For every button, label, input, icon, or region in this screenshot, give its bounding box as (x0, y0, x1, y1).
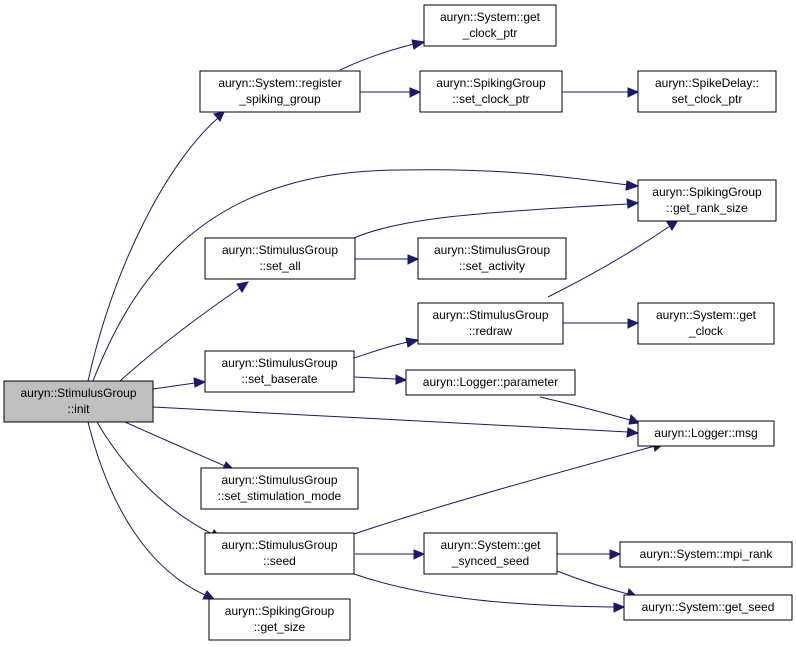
edge-setall-getranksize (353, 198, 640, 239)
edge-seed-msg (353, 441, 666, 535)
edge-redraw-getranksize (547, 219, 679, 298)
svg-text:auryn::StimulusGroup: auryn::StimulusGroup (222, 243, 338, 257)
svg-text:::init: ::init (67, 402, 90, 416)
edge-seed-syncedseed (355, 549, 426, 560)
node-stimulusgroup-seed[interactable]: auryn::StimulusGroup ::seed (204, 532, 355, 575)
svg-text:::set_baserate: ::set_baserate (241, 372, 317, 386)
edge-syncedseed-mpirank (557, 549, 622, 560)
svg-text:auryn::SpikingGroup: auryn::SpikingGroup (652, 185, 762, 199)
svg-text:auryn::SpikeDelay::: auryn::SpikeDelay:: (655, 76, 759, 90)
svg-text:auryn::StimulusGroup: auryn::StimulusGroup (20, 386, 136, 400)
node-system-get-clock-ptr[interactable]: auryn::System::get _clock_ptr (423, 4, 557, 47)
svg-text:auryn::System::register: auryn::System::register (218, 76, 341, 90)
svg-text:auryn::SpikingGroup: auryn::SpikingGroup (436, 76, 546, 90)
edge-seed-getseed (353, 573, 626, 613)
svg-text:auryn::StimulusGroup: auryn::StimulusGroup (432, 308, 548, 322)
node-system-get-clock[interactable]: auryn::System::get _clock (637, 302, 775, 345)
node-spikedelay-set-clock-ptr[interactable]: auryn::SpikeDelay:: set_clock_ptr (637, 70, 777, 113)
svg-text:auryn::System::get: auryn::System::get (440, 10, 541, 24)
edge-init-register (87, 111, 225, 382)
node-logger-parameter[interactable]: auryn::Logger::parameter (405, 369, 576, 396)
node-system-mpi-rank[interactable]: auryn::System::mpi_rank (619, 541, 793, 568)
node-logger-msg[interactable]: auryn::Logger::msg (637, 420, 775, 447)
svg-text:auryn::Logger::msg: auryn::Logger::msg (654, 426, 757, 440)
edge-setall-setactivity (355, 254, 420, 265)
svg-text:auryn::StimulusGroup: auryn::StimulusGroup (221, 538, 337, 552)
edge-init-msg (152, 406, 640, 438)
svg-text:::set_activity: ::set_activity (459, 259, 525, 273)
svg-text:_clock_ptr: _clock_ptr (462, 26, 518, 40)
edge-init-setall (119, 281, 249, 382)
edge-init-setbaserate (152, 377, 207, 390)
edge-register-sgsetclock (360, 87, 422, 98)
node-stimulusgroup-redraw[interactable]: auryn::StimulusGroup ::redraw (417, 302, 564, 345)
node-stimulusgroup-set-baserate[interactable]: auryn::StimulusGroup ::set_baserate (204, 350, 355, 393)
svg-text:_synced_seed: _synced_seed (451, 554, 529, 568)
svg-text:::seed: ::seed (263, 554, 296, 568)
svg-text:::get_size: ::get_size (254, 620, 306, 634)
edge-init-getsize (87, 421, 216, 600)
node-stimulusgroup-set-activity[interactable]: auryn::StimulusGroup ::set_activity (417, 237, 567, 280)
svg-text:_spiking_group: _spiking_group (238, 92, 321, 106)
svg-text:auryn::StimulusGroup: auryn::StimulusGroup (221, 473, 337, 487)
edge-parameter-msg (539, 396, 641, 425)
svg-text:auryn::System::get_seed: auryn::System::get_seed (642, 600, 775, 614)
svg-text:set_clock_ptr: set_clock_ptr (672, 92, 743, 106)
edge-setbaserate-parameter (353, 374, 408, 385)
svg-text:auryn::Logger::parameter: auryn::Logger::parameter (423, 375, 558, 389)
svg-text:auryn::SpikingGroup: auryn::SpikingGroup (225, 604, 335, 618)
svg-text:auryn::System::mpi_rank: auryn::System::mpi_rank (640, 547, 774, 561)
svg-text:::redraw: ::redraw (469, 324, 513, 338)
svg-text:auryn::StimulusGroup: auryn::StimulusGroup (434, 243, 550, 257)
svg-text:::set_stimulation_mode: ::set_stimulation_mode (218, 489, 342, 503)
edge-syncedseed-getseed (556, 570, 639, 599)
node-system-get-synced-seed[interactable]: auryn::System::get _synced_seed (423, 532, 558, 575)
svg-text:::set_all: ::set_all (259, 259, 300, 273)
svg-text:::get_rank_size: ::get_rank_size (666, 201, 748, 215)
svg-text:_clock: _clock (688, 324, 724, 338)
svg-text:auryn::System::get: auryn::System::get (656, 308, 757, 322)
node-spikinggroup-get-rank-size[interactable]: auryn::SpikingGroup ::get_rank_size (637, 179, 777, 222)
node-stimulusgroup-init[interactable]: auryn::StimulusGroup ::init (3, 380, 154, 423)
edge-init-setstimmode (124, 421, 236, 472)
node-spikinggroup-get-size[interactable]: auryn::SpikingGroup ::get_size (208, 598, 351, 641)
node-stimulusgroup-set-stimulation-mode[interactable]: auryn::StimulusGroup ::set_stimulation_m… (200, 467, 359, 510)
node-system-get-seed[interactable]: auryn::System::get_seed (623, 594, 793, 621)
node-system-register-spiking-group[interactable]: auryn::System::register _spiking_group (199, 70, 361, 113)
node-stimulusgroup-set-all[interactable]: auryn::StimulusGroup ::set_all (204, 237, 356, 280)
svg-text:auryn::System::get: auryn::System::get (440, 538, 541, 552)
edge-redraw-getclock (563, 318, 640, 329)
node-spikinggroup-set-clock-ptr[interactable]: auryn::SpikingGroup ::set_clock_ptr (419, 70, 563, 113)
svg-text:::set_clock_ptr: ::set_clock_ptr (452, 92, 529, 106)
edge-setbaserate-redraw (353, 337, 420, 359)
edge-init-getranksize (92, 169, 640, 382)
edge-sgsetclock-sdsetclock (562, 87, 640, 98)
svg-text:auryn::StimulusGroup: auryn::StimulusGroup (221, 356, 337, 370)
edge-register-getclockptr (339, 39, 426, 71)
